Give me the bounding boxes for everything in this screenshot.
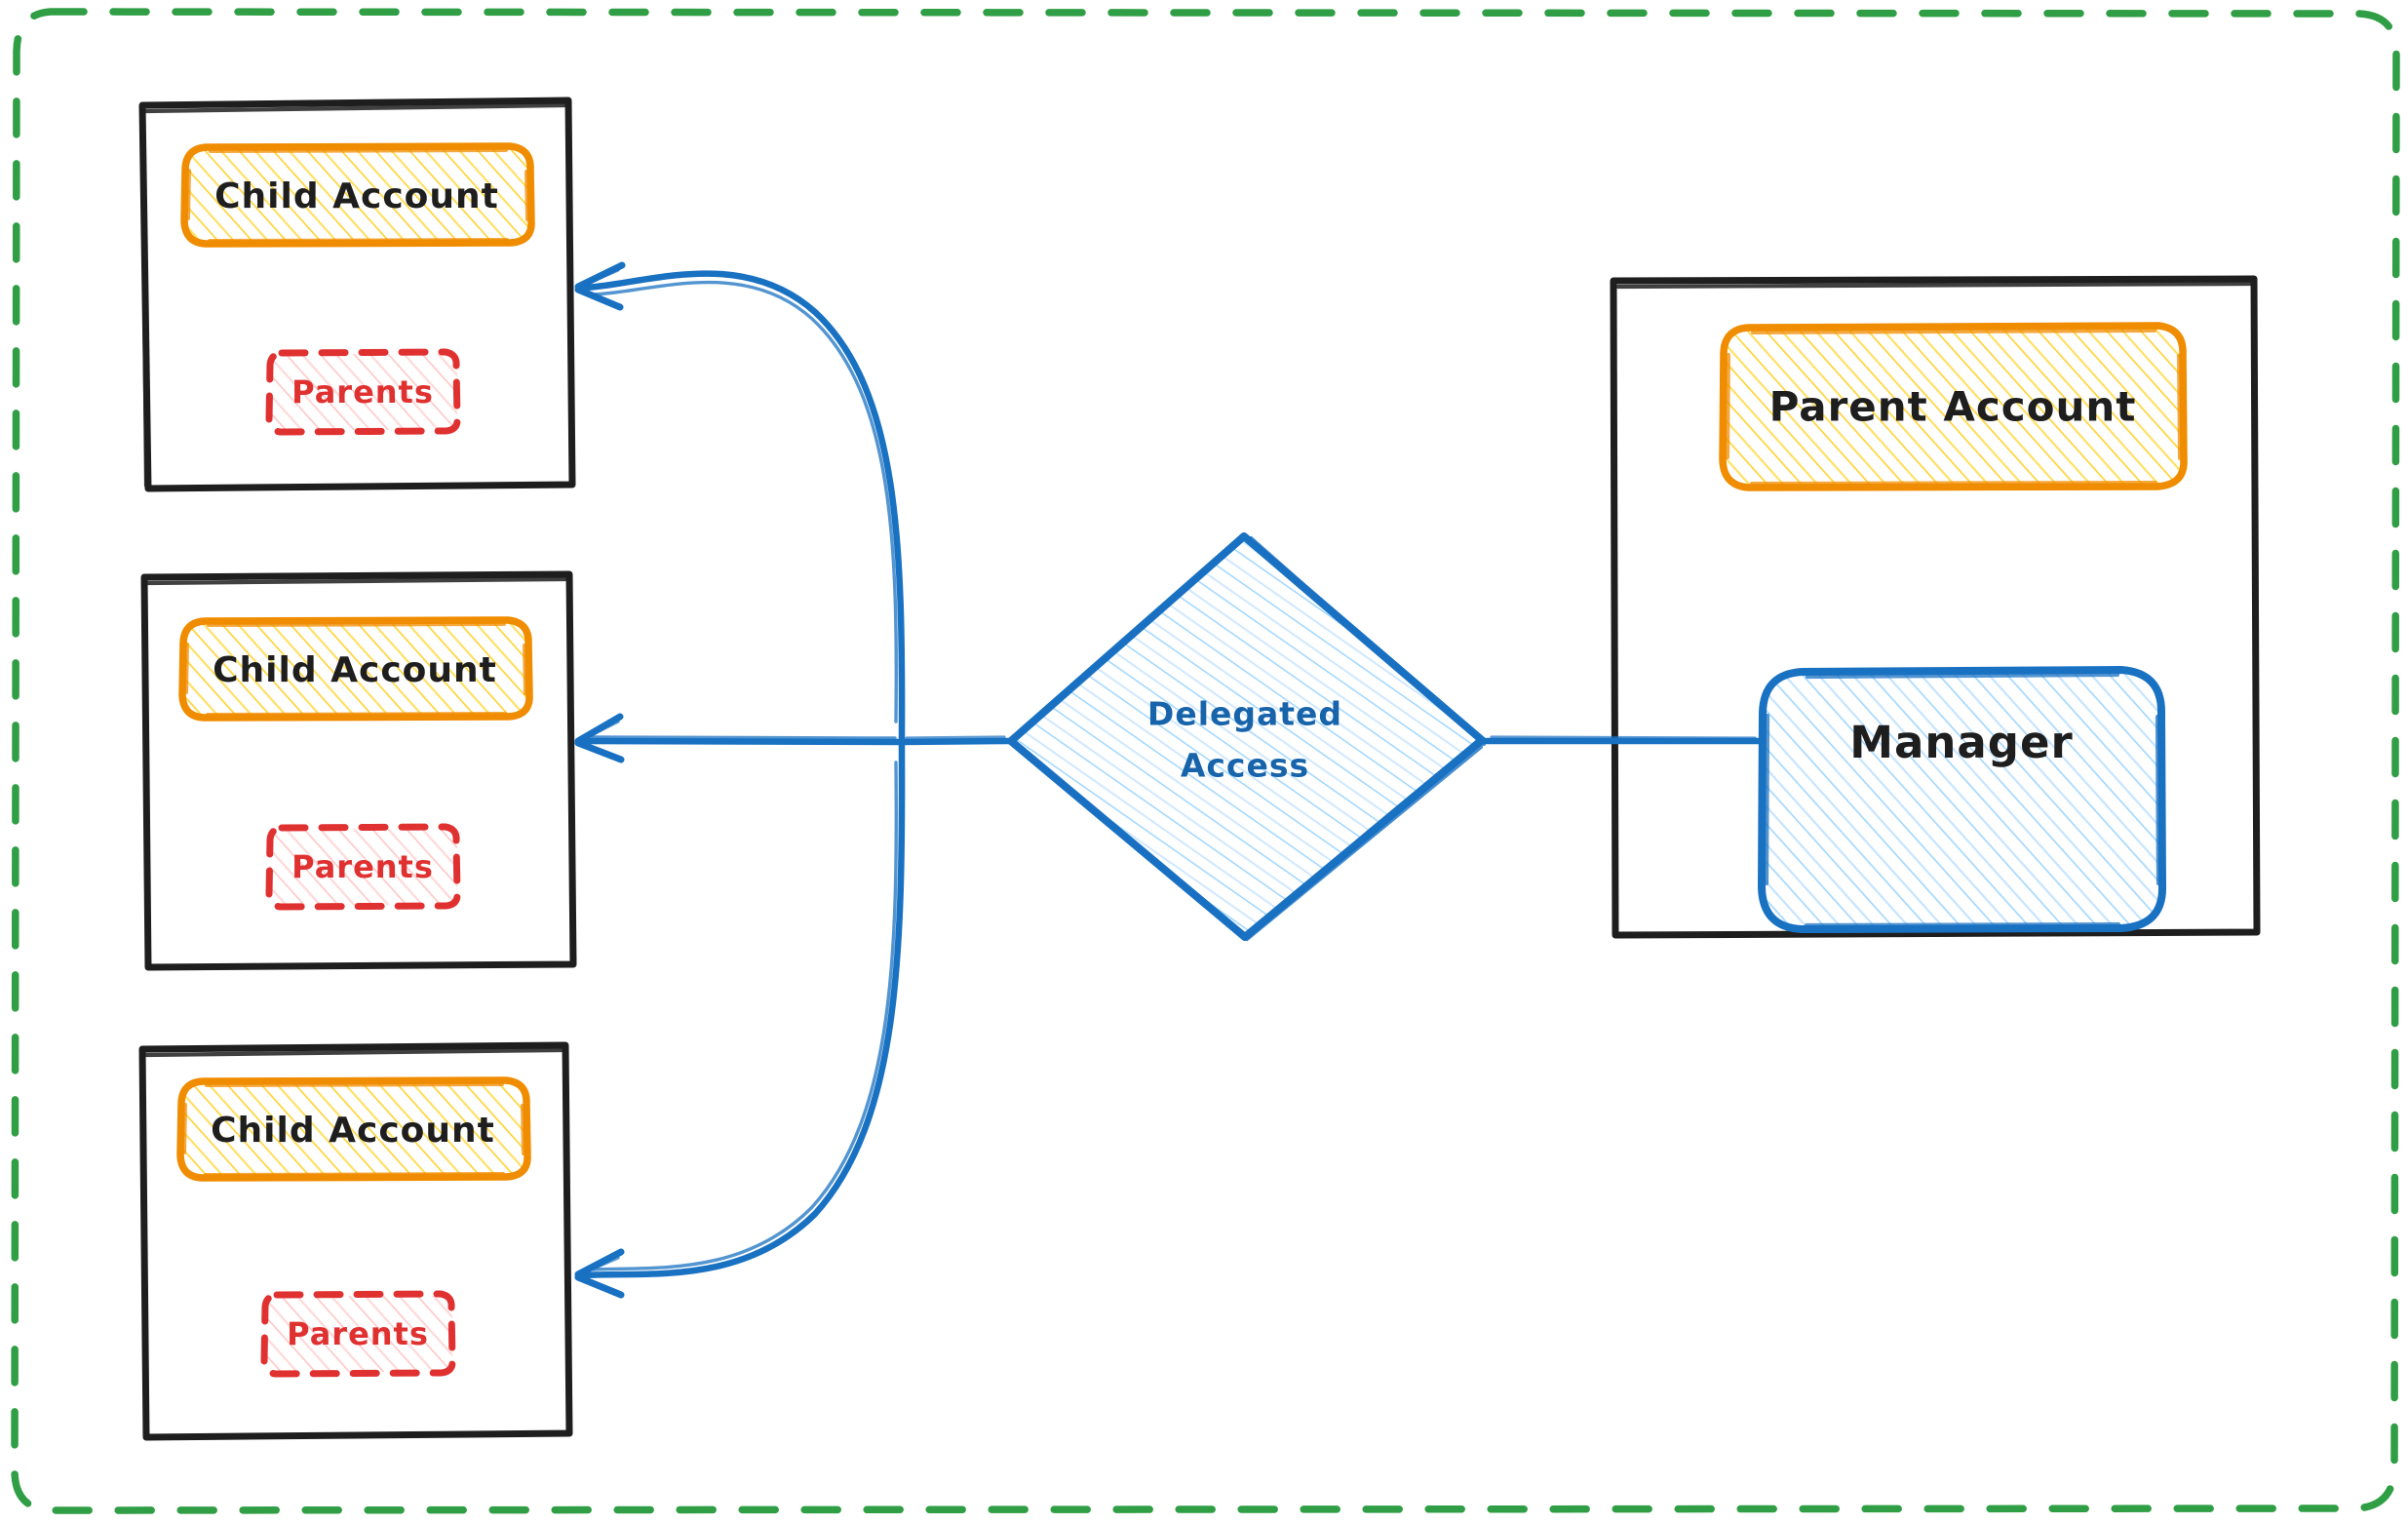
child-account-box-1[interactable]: Child Account xyxy=(180,142,535,248)
organization-boundary xyxy=(11,8,2400,1514)
delegated-access-label-line1: Delegated xyxy=(1147,695,1342,733)
delegated-access-diamond[interactable]: Delegated Access xyxy=(1007,532,1487,942)
delegated-access-label-line2: Access xyxy=(1181,747,1309,785)
parents-label-1: Parents xyxy=(291,373,434,410)
connector-trunk xyxy=(898,735,1014,746)
child-account-container-3[interactable]: Child Account Parents xyxy=(138,1041,573,1441)
parents-box-1[interactable]: Parents xyxy=(265,348,461,436)
child-account-box-2[interactable]: Child Account xyxy=(178,616,533,722)
parents-box-3[interactable]: Parents xyxy=(260,1290,456,1378)
child-account-container-1[interactable]: Child Account Parents xyxy=(138,97,576,492)
parents-box-2[interactable]: Parents xyxy=(265,823,461,911)
connector-to-child-3[interactable] xyxy=(574,741,906,1299)
connector-to-child-2[interactable] xyxy=(574,713,906,763)
connector-to-child-1[interactable] xyxy=(574,261,906,743)
child-account-label-1: Child Account xyxy=(214,176,499,216)
parents-label-2: Parents xyxy=(291,848,434,885)
parent-account-box[interactable]: Parent Account xyxy=(1719,322,2188,491)
child-account-label-2: Child Account xyxy=(213,650,497,690)
child-account-label-3: Child Account xyxy=(211,1111,495,1151)
parent-account-container[interactable]: Parent Account Manager xyxy=(1610,275,2261,939)
manager-label: Manager xyxy=(1849,717,2073,768)
child-account-container-2[interactable]: Child Account Parents xyxy=(140,570,577,971)
connector-manager-to-delegated[interactable] xyxy=(1479,735,1765,745)
manager-box[interactable]: Manager xyxy=(1758,666,2167,933)
parent-account-label: Parent Account xyxy=(1769,383,2137,431)
child-account-box-3[interactable]: Child Account xyxy=(176,1076,531,1182)
parents-label-3: Parents xyxy=(287,1315,429,1352)
